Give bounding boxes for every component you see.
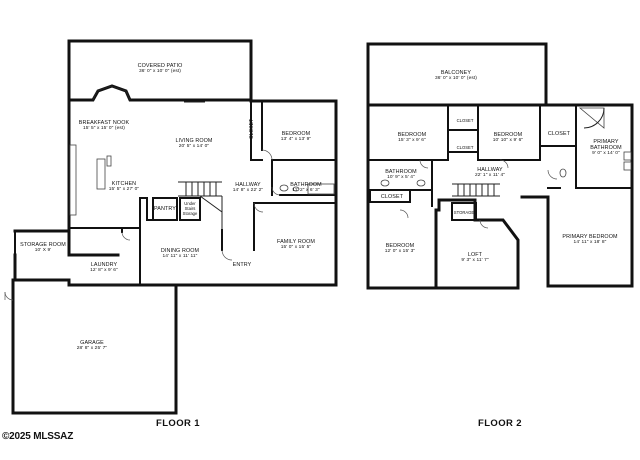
room-dimensions: 10' 9" x 5' 4" [387,175,415,181]
room-loft: LOFT 9' 3" x 11' 7" [461,252,488,264]
room-closet-b: CLOSET [456,145,474,150]
room-name: HALLWAY [235,182,261,188]
room-covered-patio: COVERED PATIO 36' 0" x 10' 0" (est) [138,63,183,75]
floor-1-fixtures [279,183,335,195]
room-hallway: HALLWAY 22' 1" x 11' 4" [475,167,505,179]
room-dimensions: 10' 10" x 9' 6" [492,138,524,144]
floor-1-walls [11,39,338,415]
room-bathroom: BATHROOM 10' 9" x 5' 4" [385,169,417,181]
room-name: BEDROOM [493,132,523,138]
room-name: DINING ROOM [160,248,200,254]
room-name: BREAKFAST NOOK [78,120,130,126]
room-name: BEDROOM [385,243,415,249]
room-bedroom-a: BEDROOM 15' 3" x 9' 6" [398,132,427,144]
room-dining-room: DINING ROOM 14' 11" x 11' 11" [161,248,199,260]
room-balcony: BALCONEY 36' 0" x 10' 0" (est) [435,70,477,82]
room-dimensions: 11' 2" x 6' 3" [292,188,320,194]
room-name: BEDROOM [281,131,311,137]
floor-2-title: FLOOR 2 [478,418,522,429]
room-name: BALCONEY [440,70,472,76]
room-closet: CLOSET [249,118,256,140]
room-dimensions: 15' 0" x 15' 5" [280,245,312,251]
floor-2-fixtures [380,107,632,187]
room-dimensions: 12' 8" x 9' 6" [90,268,118,274]
room-dimensions: 15' 5" x 27' 0" [108,187,140,193]
room-dimensions: 14' 8" x 22' 2" [232,188,264,194]
room-name: ENTRY [232,262,252,268]
room-pantry: PANTRY [154,206,176,212]
room-name: FAMILY ROOM [276,239,316,245]
room-closet-c: CLOSET [548,131,570,137]
room-breakfast-nook: BREAKFAST NOOK 15' 5" x 15' 0" (est) [79,120,129,132]
room-name: CLOSET [547,131,571,137]
room-name: HALLWAY [477,167,503,173]
room-living-room: LIVING ROOM 20' 5" x 14' 0" [175,138,212,150]
room-dimensions: 36' 0" x 10' 0" (est) [139,69,181,75]
room-closet-a: CLOSET [456,118,474,123]
room-name: LAUNDRY [90,262,118,268]
room-kitchen: KITCHEN 15' 5" x 27' 0" [109,181,139,193]
room-name: LIVING ROOM [175,138,213,144]
room-closet-d: CLOSET [381,194,403,200]
room-dimensions: 36' 0" x 10' 0" (est) [435,76,477,82]
room-entry: ENTRY [233,262,252,268]
copyright-text: ©2025 MLSSAZ [2,431,74,442]
room-dimensions: 14' 11" x 18' 8" [573,240,607,246]
room-dimensions: 9' 0" x 14' 0" [592,151,620,157]
room-name: BATHROOM [290,182,322,188]
room-garage: GARAGE 28' 8" x 25' 7" [77,340,107,352]
room-name: KITCHEN [111,181,137,187]
room-name: PANTRY [154,206,176,212]
room-primary-bathroom: PRIMARY BATHROOM 9' 0" x 14' 0" [588,139,624,158]
floor-2-doors [399,159,558,229]
room-name: BEDROOM [397,132,427,138]
room-dimensions: 9' 3" x 11' 7" [461,258,489,264]
room-dimensions: 13' 4" x 13' 9" [280,137,312,143]
room-family-room: FAMILY ROOM 15' 0" x 15' 5" [277,239,315,251]
room-name: LOFT [467,252,483,258]
room-name: CLOSET [380,194,404,200]
room-name: PRIMARY BATHROOM [590,139,622,152]
room-bedroom: BEDROOM 13' 4" x 13' 9" [281,131,311,143]
room-dimensions: 14' 11" x 11' 11" [162,254,198,260]
room-name: COVERED PATIO [137,63,183,69]
room-name: PRIMARY BEDROOM [562,234,618,240]
room-name: GARAGE [80,340,104,346]
room-dimensions: 15' 3" x 9' 6" [398,138,426,144]
room-dimensions: 12' 0" x 15' 3" [384,249,416,255]
room-dimensions: 15' 5" x 15' 0" (est) [83,126,125,132]
room-dimensions: 10' X 9' [34,248,52,254]
room-dimensions: 20' 5" x 14' 0" [178,144,210,150]
floor-1-title: FLOOR 1 [156,418,200,429]
room-storage: STORAGE [453,210,475,215]
room-primary-bedroom: PRIMARY BEDROOM 14' 11" x 18' 8" [562,234,617,246]
room-name: BATHROOM [385,169,417,175]
room-bedroom-c: BEDROOM 12' 0" x 15' 3" [385,243,415,255]
room-under-stairs-storage: Under Stairs Storage [182,201,198,216]
room-hallway: HALLWAY 14' 8" x 22' 2" [233,182,263,194]
floor-1-doors [4,149,281,301]
room-name: STORAGE ROOM [20,242,66,248]
room-dimensions: 22' 1" x 11' 4" [474,173,506,179]
floor-2-walls [366,42,634,290]
room-bedroom-b: BEDROOM 10' 10" x 9' 6" [493,132,523,144]
room-storage-room: STORAGE ROOM 10' X 9' [20,242,66,254]
room-laundry: LAUNDRY 12' 8" x 9' 6" [90,262,118,274]
room-bathroom: BATHROOM 11' 2" x 6' 3" [290,182,322,194]
room-dimensions: 28' 8" x 25' 7" [76,346,108,352]
